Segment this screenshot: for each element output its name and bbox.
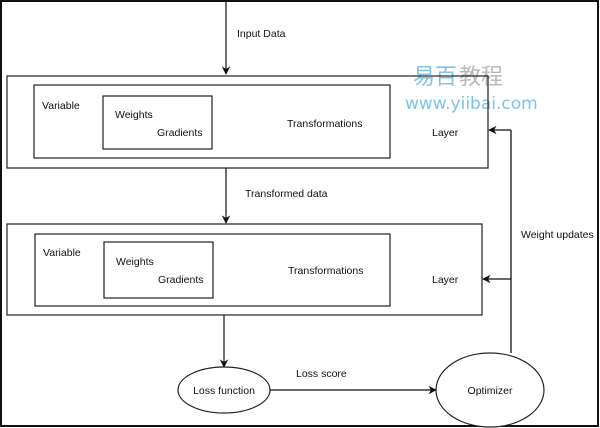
optimizer-label: Optimizer bbox=[468, 385, 513, 397]
layer-1-label: Layer bbox=[432, 127, 459, 139]
input-data-label: Input Data bbox=[237, 28, 286, 40]
layer-2: Variable Weights Gradients Transformatio… bbox=[6, 223, 483, 316]
layer-2-weights-box bbox=[103, 241, 214, 299]
weight-updates-label: Weight updates bbox=[521, 229, 594, 241]
weight-updates-feedback: Weight updates bbox=[482, 125, 594, 353]
layer-2-gradients-label: Gradients bbox=[158, 274, 204, 286]
layer-2-label: Layer bbox=[432, 274, 459, 286]
layer-1-weights-box bbox=[102, 95, 213, 150]
layer-1-weights-label: Weights bbox=[115, 109, 153, 121]
layer-1-gradients-label: Gradients bbox=[157, 127, 203, 139]
layer-1-box bbox=[6, 75, 489, 169]
layer-2-variable-box bbox=[34, 233, 391, 307]
layer-1-variable-box bbox=[33, 84, 391, 159]
layer-2-weights-label: Weights bbox=[116, 256, 154, 268]
optimizer-node bbox=[435, 352, 545, 428]
layer-1: Variable Weights Gradients Transformatio… bbox=[6, 75, 489, 169]
watermark-cn-blue: 易百 bbox=[413, 65, 457, 90]
watermark: 易百 教程 www.yiibai.com bbox=[405, 65, 538, 114]
loss-score-label: Loss score bbox=[296, 368, 347, 380]
layer-2-transformations-label: Transformations bbox=[288, 265, 363, 277]
watermark-cn-gray: 教程 bbox=[459, 65, 503, 90]
transformed-data-label: Transformed data bbox=[245, 188, 328, 200]
loss-function-label: Loss function bbox=[193, 385, 255, 397]
layer-1-variable-label: Variable bbox=[42, 100, 80, 112]
layer-2-box bbox=[6, 223, 483, 316]
layer-2-variable-label: Variable bbox=[43, 247, 81, 259]
layer-1-transformations-label: Transformations bbox=[287, 118, 362, 130]
watermark-url: www.yiibai.com bbox=[405, 94, 538, 114]
